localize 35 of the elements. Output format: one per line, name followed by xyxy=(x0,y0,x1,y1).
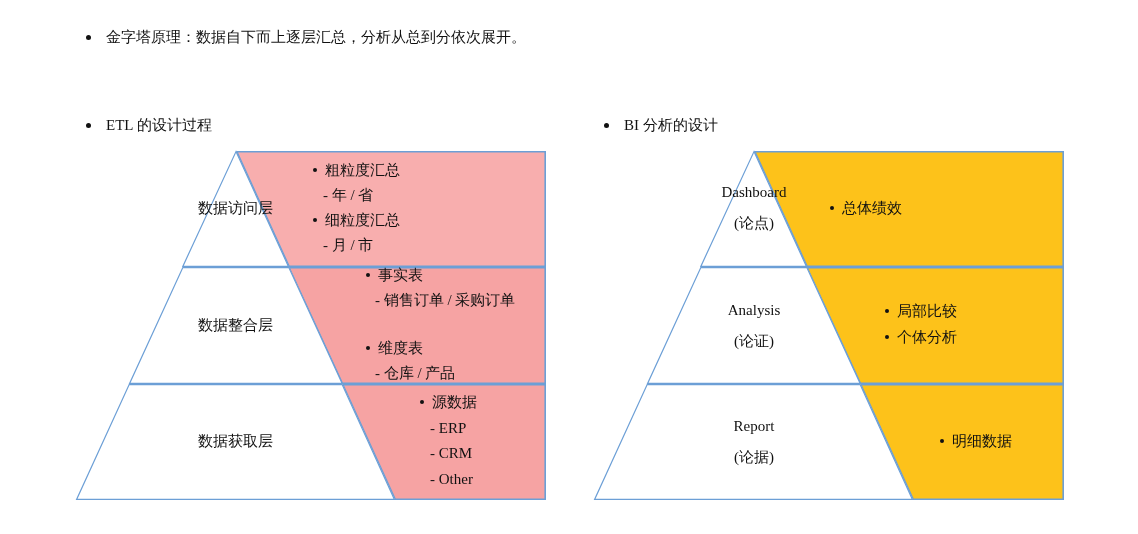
content-panel xyxy=(860,384,1064,500)
pyramid-layer xyxy=(700,151,807,267)
sub-item: - Other xyxy=(430,470,473,489)
layer-name: 数据整合层 xyxy=(196,316,274,335)
content-panel xyxy=(342,384,546,500)
heading-text: 金字塔原理：数据自下而上逐层汇总，分析从总到分依次展开。 xyxy=(86,25,526,49)
layer-subtitle: (论点) xyxy=(733,214,775,233)
bullet-item: 事实表 xyxy=(366,263,423,287)
bullet-item: 总体绩效 xyxy=(830,196,902,220)
pyramid-layer xyxy=(76,384,395,500)
layer-name: 数据访问层 xyxy=(196,199,274,218)
section-heading: ETL 的设计过程 xyxy=(86,113,212,137)
sub-item: - 年 / 省 xyxy=(323,186,374,205)
sub-item: - 销售订单 / 采购订单 xyxy=(375,291,517,310)
bullet-item: 细粒度汇总 xyxy=(313,208,400,232)
pyramid-layer xyxy=(182,151,289,267)
layer-name: 数据获取层 xyxy=(196,432,274,451)
sub-item: - 仓库 / 产品 xyxy=(375,364,456,383)
sub-item: - 月 / 市 xyxy=(323,236,374,255)
layer-name: Report xyxy=(732,417,776,436)
bullet-item: 个体分析 xyxy=(885,325,957,349)
section-heading: BI 分析的设计 xyxy=(604,113,718,137)
bullet-item: 局部比较 xyxy=(885,299,957,323)
pyramid-layer xyxy=(647,267,861,384)
sub-item: - CRM xyxy=(430,444,473,463)
pyramid-layer xyxy=(129,267,343,384)
bullet-item: 维度表 xyxy=(366,336,423,360)
pyramid-layer xyxy=(594,384,913,500)
layer-subtitle: (论证) xyxy=(733,332,775,351)
layer-name: Analysis xyxy=(726,301,782,320)
sub-item: - ERP xyxy=(430,419,467,438)
layer-subtitle: (论据) xyxy=(733,448,775,467)
bullet-item: 明细数据 xyxy=(940,429,1012,453)
bullet-item: 源数据 xyxy=(420,390,477,414)
bullet-item: 粗粒度汇总 xyxy=(313,158,400,182)
